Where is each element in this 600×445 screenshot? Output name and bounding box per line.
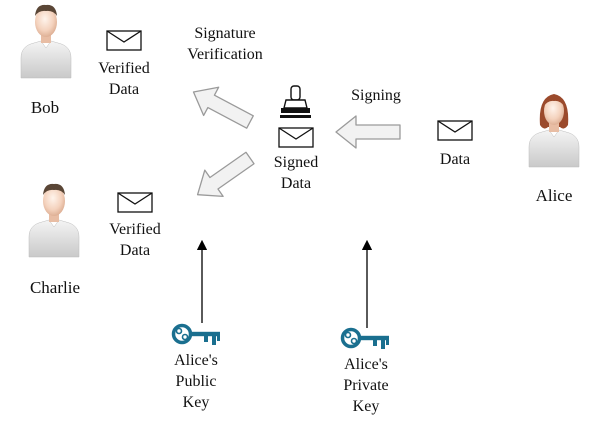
signature-verification-label: Signature Verification [187,25,263,63]
signed-envelope-icon [278,127,314,148]
charlie-person-icon [28,183,80,258]
signing-label: Signing [351,87,401,104]
stamp-icon [280,85,311,118]
charlie-verified-data-label: Verified Data [109,221,161,259]
private-key-label: Alice's Private Key [343,356,389,415]
alice-name: Alice [535,186,573,205]
bob-name: Bob [30,98,60,117]
bob-envelope-icon [106,30,142,51]
data-label: Data [439,151,471,168]
bob-person-icon [20,4,72,79]
signing-arrow-icon [335,115,401,149]
charlie-envelope-icon [117,192,153,213]
signed-data-label: Signed Data [273,154,319,192]
alice-person-icon [528,93,580,168]
private-key-icon [340,327,391,351]
data-envelope-icon [437,120,473,141]
bob-verified-data-label: Verified Data [98,60,150,98]
charlie-name: Charlie [29,278,81,297]
public-key-icon [171,323,222,347]
verification-arrow-charlie-icon [187,144,260,209]
verification-arrow-bob-icon [185,77,259,137]
public-key-label: Alice's Public Key [174,352,218,411]
